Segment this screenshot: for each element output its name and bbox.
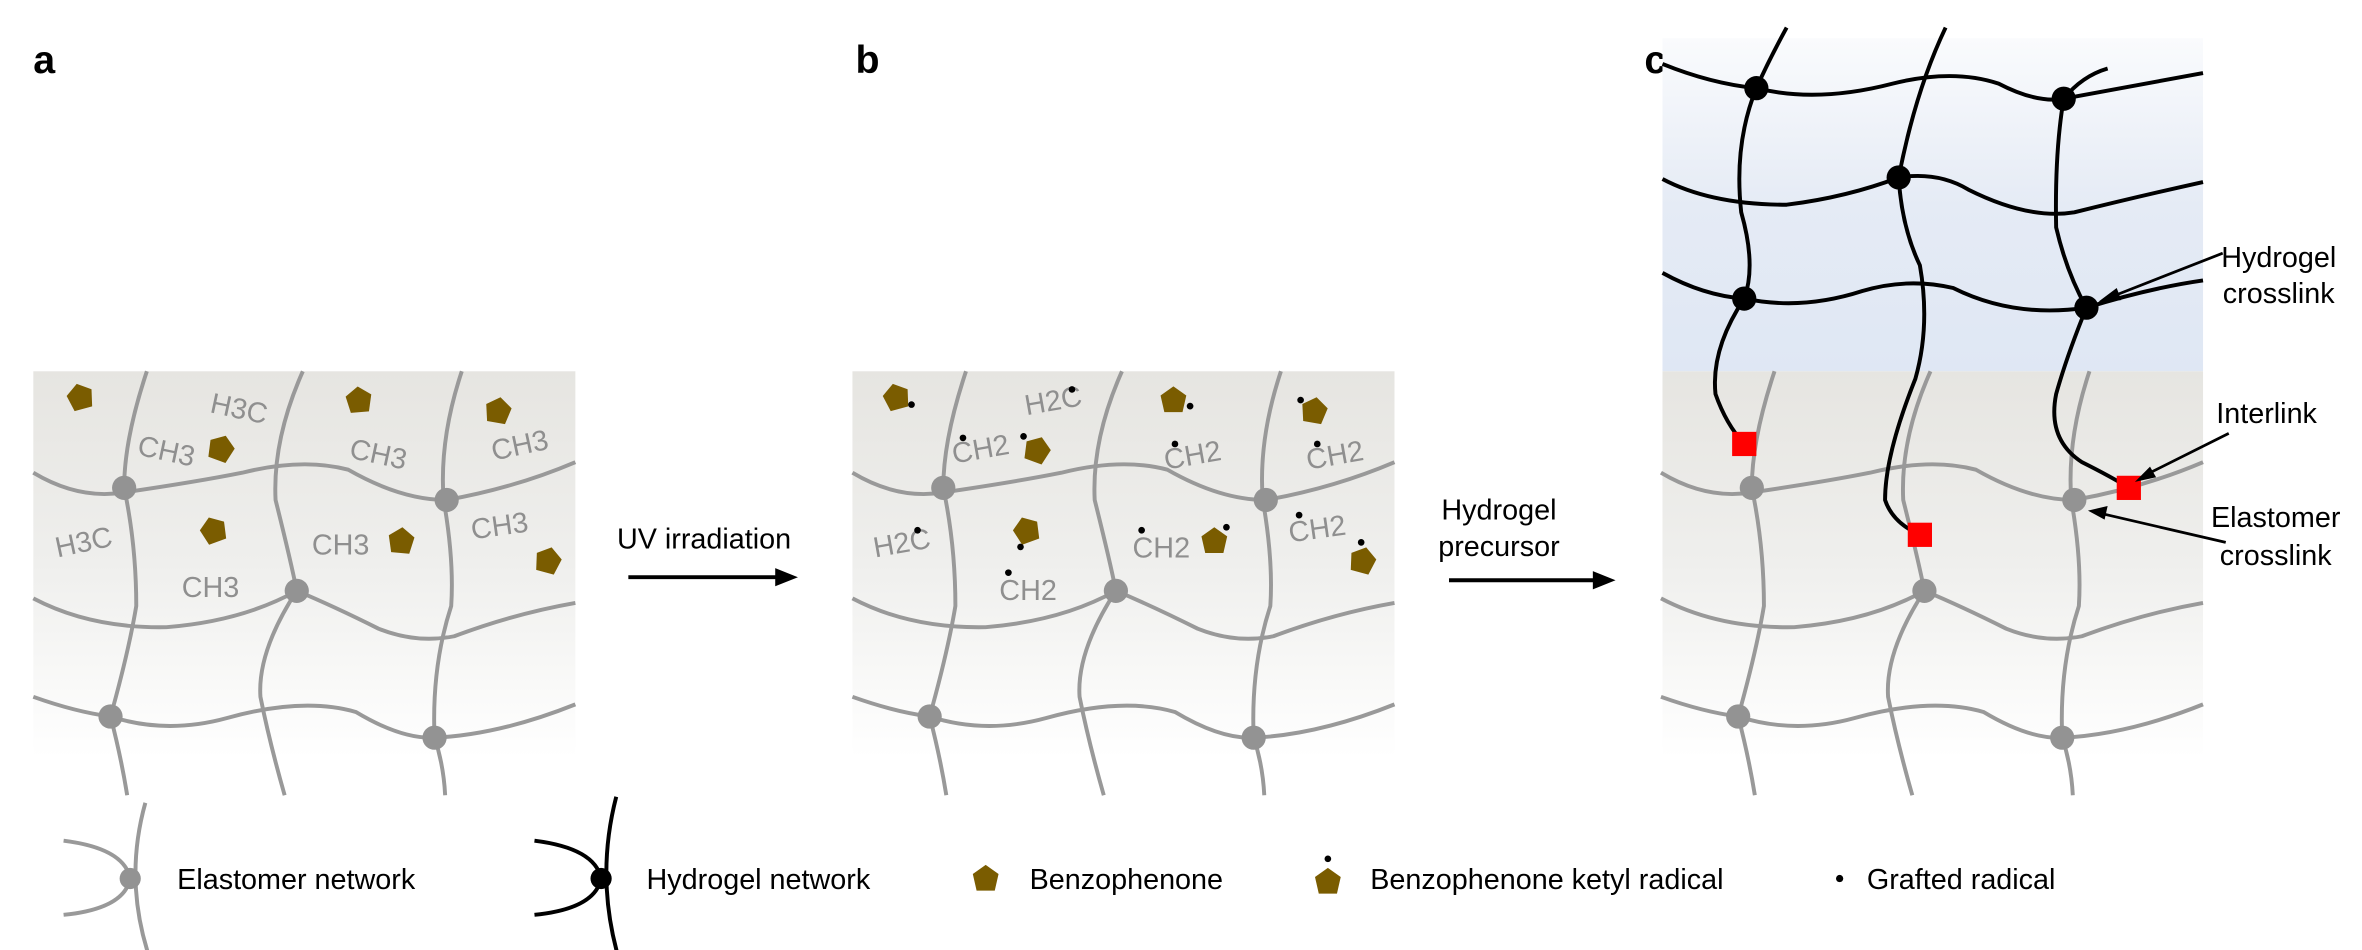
panel-letter: b <box>855 38 879 82</box>
chemical-group-label: CH3 <box>182 572 240 604</box>
uv-arrow: UV irradiation <box>617 523 798 587</box>
legend-benzophenone: Benzophenone <box>972 864 1223 896</box>
legend-label: Benzophenone <box>1030 864 1223 896</box>
legend-grafted-radical: Grafted radical <box>1836 864 2055 896</box>
chemical-group-label: CH3 <box>312 529 370 561</box>
legend-hydrogel: Hydrogel network <box>534 796 871 950</box>
chemical-group-label: CH2 <box>999 575 1057 607</box>
uv-label: UV irradiation <box>617 523 791 555</box>
legend-label: Elastomer network <box>177 864 416 896</box>
annotations: Hydrogel crosslink Interlink Elastomer c… <box>2087 242 2341 572</box>
precursor-label-1: Hydrogel <box>1441 495 1556 527</box>
elastomer-block <box>852 371 1395 758</box>
grafted-radical-dots <box>914 386 1321 576</box>
elastomer-block <box>33 371 576 758</box>
interlinks <box>1732 431 2141 547</box>
legend-label: Benzophenone ketyl radical <box>1370 864 1723 896</box>
legend-label: Hydrogel network <box>647 864 871 896</box>
elastomer-crosslink-label-2: crosslink <box>2220 540 2332 572</box>
chemical-group-label: CH2 <box>1133 533 1191 565</box>
elastomer-crosslink-label: Elastomer <box>2211 502 2341 534</box>
precursor-arrow: Hydrogel precursor <box>1438 495 1616 590</box>
ketyl-radicals <box>880 380 1379 576</box>
panel-b: b H2C CH2 CH2 CH2 H2C CH2 CH2 CH2 <box>850 38 1397 798</box>
legend-label: Grafted radical <box>1867 864 2056 896</box>
precursor-label-2: precursor <box>1438 531 1560 563</box>
legend-elastomer: Elastomer network <box>63 802 416 950</box>
panel-c: c Hydrogel crosslink Interlink <box>1644 26 2341 798</box>
hydrogel-network <box>1661 26 2204 537</box>
chemical-group-label: CH3 <box>469 507 530 547</box>
legend-ketyl-radical: Benzophenone ketyl radical <box>1314 855 1723 896</box>
methylene-radical-groups: H2C CH2 CH2 CH2 H2C CH2 CH2 CH2 <box>871 381 1366 607</box>
panel-letter: a <box>33 38 56 82</box>
legend: Elastomer network Hydrogel network Benzo… <box>63 796 2055 950</box>
hydrogel-crosslink-label-2: crosslink <box>2223 278 2335 310</box>
hydrogel-crosslink-label: Hydrogel <box>2221 242 2336 274</box>
panel-letter: c <box>1644 38 1666 82</box>
panel-a: a H3C CH3 CH3 CH3 H3C CH3 CH3 CH3 <box>31 38 578 798</box>
interlink-label: Interlink <box>2216 398 2317 430</box>
